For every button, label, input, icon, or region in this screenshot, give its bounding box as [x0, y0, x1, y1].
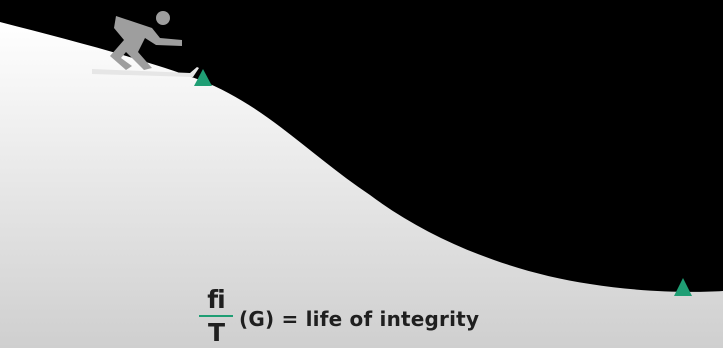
fraction-numerator: fi — [207, 285, 225, 314]
downhill-skier-icon — [92, 11, 199, 77]
equation-caption: fi T (G) = life of integrity — [199, 281, 479, 348]
triangle-marker-icon — [674, 278, 692, 296]
fraction: fi T — [199, 287, 233, 345]
fraction-denominator: T — [207, 318, 225, 347]
triangle-marker-icon — [194, 69, 212, 86]
fraction-bar — [199, 315, 233, 317]
snow-slope — [0, 22, 723, 348]
equation-text: (G) = life of integrity — [239, 307, 480, 331]
skis-icon — [92, 67, 199, 77]
